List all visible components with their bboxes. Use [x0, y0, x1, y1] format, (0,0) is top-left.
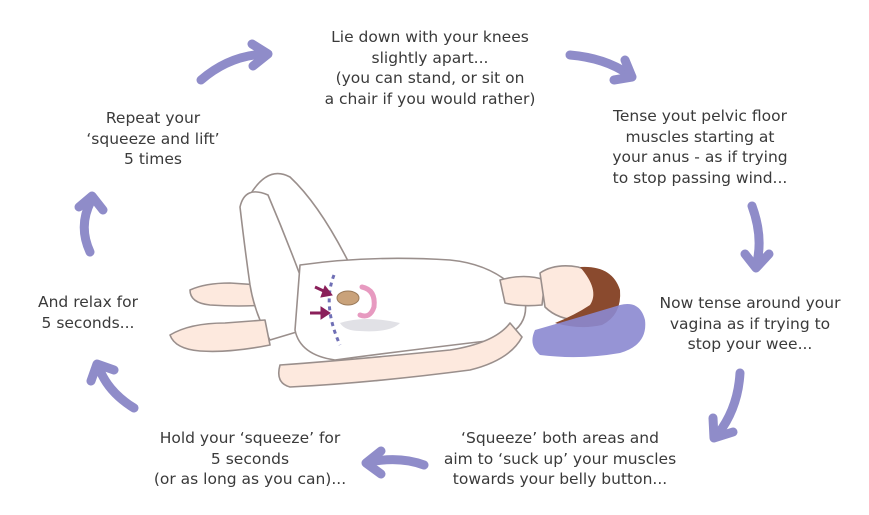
arrow-down-right-icon	[565, 50, 637, 85]
pelvic-organs	[327, 274, 400, 346]
text-line: stop your wee...	[687, 335, 813, 353]
neck	[499, 275, 546, 307]
arrow-down-icon	[740, 201, 774, 273]
step-squeeze-text: ‘Squeeze’ both areas and aim to ‘suck up…	[420, 428, 700, 490]
text-line: ‘Squeeze’ both areas and	[461, 429, 659, 447]
arrow-down-left-icon	[708, 368, 745, 443]
squeeze-arrows	[310, 284, 333, 320]
text-line: (or as long as you can)...	[153, 470, 347, 488]
text-line: 5 seconds...	[41, 313, 135, 332]
step-tense-anus-text: Tense yout pelvic floor muscles starting…	[590, 106, 810, 188]
text-line: 5 seconds	[210, 449, 290, 468]
text-line: slightly apart...	[371, 48, 489, 67]
text-line: to stop passing wind...	[612, 168, 788, 187]
front-foot	[169, 319, 271, 353]
text-line: muscles starting at	[625, 127, 775, 146]
arm	[277, 322, 523, 388]
arrow-right-icon	[196, 39, 273, 85]
text-line: towards your belly button...	[452, 470, 668, 488]
lying-woman-illustration	[169, 172, 646, 388]
step-tense-vagina-text: Now tense around your vagina as if tryin…	[640, 293, 860, 355]
pillow	[532, 304, 646, 358]
step-relax-text: And relax for 5 seconds...	[18, 292, 158, 333]
text-line: Hold your ‘squeeze’ for	[159, 429, 341, 447]
step-hold-text: Hold your ‘squeeze’ for 5 seconds (or as…	[130, 428, 370, 490]
text-line: a chair if you would rather)	[324, 89, 536, 108]
text-line: Lie down with your knees	[331, 28, 529, 46]
arrow-left-icon	[361, 446, 429, 479]
text-line: (you can stand, or sit on	[335, 69, 525, 87]
text-line: aim to ‘suck up’ your muscles	[443, 449, 677, 468]
text-line: Tense yout pelvic floor	[613, 107, 787, 125]
text-line: 5 times	[124, 150, 182, 168]
text-line: your anus - as if trying	[612, 148, 788, 166]
text-line: And relax for	[38, 293, 138, 311]
text-line: Now tense around your	[659, 294, 841, 312]
step-lie-down-text: Lie down with your knees slightly apart.…	[300, 27, 560, 109]
text-line: Repeat your	[105, 109, 201, 127]
step-repeat-text: Repeat your ‘squeeze and lift’ 5 times	[68, 108, 238, 170]
arrow-up-icon	[74, 191, 108, 257]
arrow-up-left-icon	[86, 359, 139, 413]
text-line: ‘squeeze and lift’	[86, 129, 220, 148]
text-line: vagina as if trying to	[669, 314, 831, 333]
back-foot	[189, 282, 266, 307]
